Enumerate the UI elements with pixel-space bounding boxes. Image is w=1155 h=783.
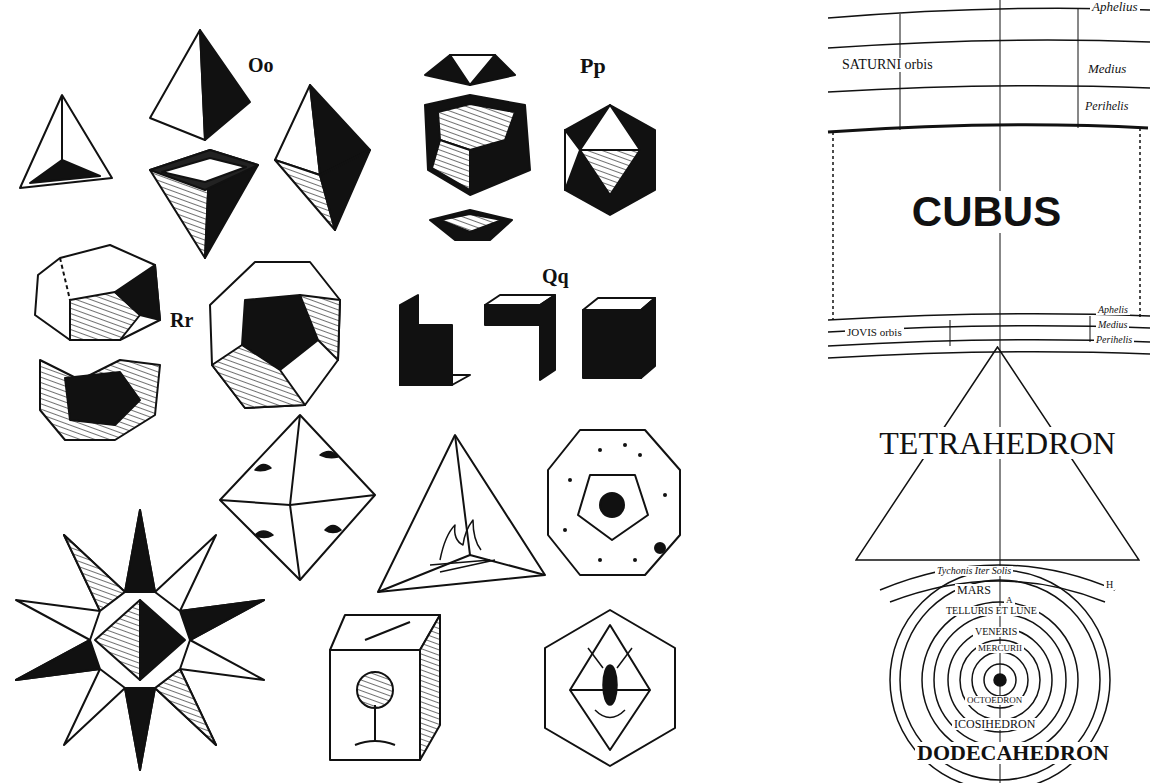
orbit-label: Medius: [1086, 62, 1128, 75]
orbit-label: Medius: [1096, 320, 1129, 330]
orbit-label: Aphelius: [1090, 0, 1140, 13]
orbit-name: MERCURII: [976, 644, 1024, 653]
orbit-name: SATURNI orbis: [840, 58, 935, 72]
orbit-label: Perihelis: [1083, 100, 1130, 112]
plate-letter: Pp: [578, 55, 608, 77]
orbit-label: Aphelis: [1096, 305, 1130, 315]
plate-letter: Rr: [168, 310, 195, 330]
solid-box: CUBUS: [833, 134, 1140, 320]
solid-triangle: TETRAHEDRON: [855, 346, 1140, 561]
axis-letter: H: [1104, 580, 1115, 590]
orbit-label: Tychonis Iter Solis: [935, 566, 1013, 576]
solid-name: TETRAHEDRON: [876, 427, 1118, 459]
orbit-name: MARS: [955, 584, 993, 596]
orbit-name: VENERIS: [973, 627, 1019, 637]
solid-name: OCTOEDRON: [965, 696, 1024, 705]
solid-name: DODECAHEDRON: [915, 742, 1111, 764]
orbit-name: JOVIS orbis: [845, 327, 904, 338]
plate-letter: Qq: [540, 266, 571, 286]
orbit-label: Perihelis: [1094, 335, 1134, 345]
orbit-name: TELLURIS ET LUNE: [944, 606, 1039, 616]
solid-name: ICOSIHEDRON: [952, 718, 1037, 730]
axis-letter: A: [1004, 596, 1015, 605]
solid-name: CUBUS: [909, 191, 1064, 233]
plate-letter: Oo: [246, 55, 276, 75]
